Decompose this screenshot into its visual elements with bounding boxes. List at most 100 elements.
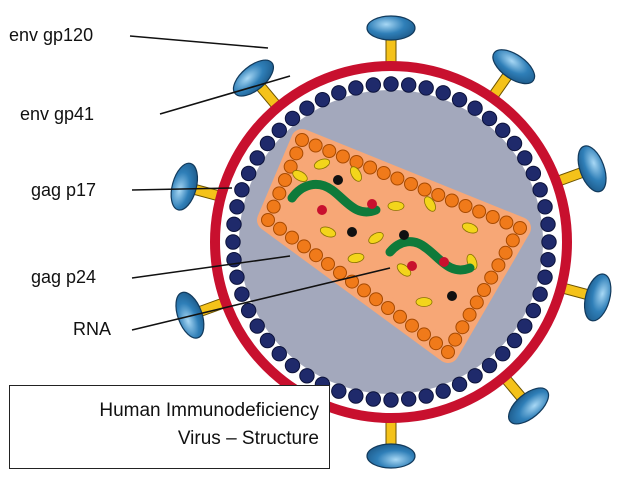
rna-strand-1 [287,179,381,217]
spike-cap-gp120 [232,59,274,97]
yellow-protein [396,263,412,277]
matrix-bead [517,150,533,166]
capsid-bead [261,213,275,227]
capsid-bead [390,171,405,186]
capsid-bead [283,159,298,174]
leader-line-rna [131,267,391,331]
matrix-bead [234,286,250,302]
matrix-bead [348,388,364,404]
enzyme-dot [399,230,409,240]
spike-cap-gp120 [583,273,612,322]
matrix-bead [229,199,245,215]
capsid-bead [429,336,443,351]
capsid-bead [278,173,292,187]
spike-cap-gp120 [492,49,536,85]
matrix-bead [299,100,315,116]
matrix-bead [365,391,382,407]
capsid-bead [369,292,383,307]
leader-line-gp120 [129,35,269,49]
matrix-bead [226,216,242,233]
capsid-bead [321,257,335,271]
title-line-2: Virus – Structure [177,428,319,449]
title-box: Human Immunodeficiency Virus – Structure [9,385,330,469]
enzyme-dot [367,199,377,209]
yellow-protein [313,158,331,170]
capsid-bead [297,239,311,254]
capsid-bead [417,327,431,342]
capsid-bead [405,318,419,333]
matrix-bead [435,85,451,101]
matrix-bead [299,368,315,384]
capsid-bead [441,345,455,359]
capsid-bead [498,245,513,260]
spike [366,15,416,71]
matrix-bead [240,165,257,182]
matrix-bead [400,77,417,93]
matrix-bead [532,182,548,198]
yellow-protein [387,201,405,211]
yellow-protein [292,170,308,182]
spike-cap-gp120 [508,387,550,425]
enzyme-dot [317,205,327,215]
matrix-bead [495,122,511,138]
label-gag-p17: gag p17 [31,180,96,200]
matrix-bead [495,346,511,362]
label-env-gp41: env gp41 [20,104,94,124]
matrix-bead [259,135,276,152]
matrix-bead [383,76,399,92]
label-rna: RNA [73,319,111,339]
capsid-bead [485,210,500,224]
capsid-bead [357,283,371,298]
spike-cap-gp120 [366,15,416,41]
matrix-bead [331,85,347,101]
matrix-bead [481,110,498,127]
capsid-bead [289,146,304,161]
matrix-bead [383,392,399,408]
leader-line-p24 [131,255,291,279]
title-line-1: Human Immunodeficiency [99,400,319,421]
capsid-bead [272,186,287,201]
capsid-bead [349,155,364,169]
matrix-bead [418,80,434,96]
matrix-bead [271,346,287,362]
matrix-bead [259,332,276,349]
matrix-bead [240,302,257,319]
matrix-bead [400,391,417,407]
enzyme-dot [407,261,417,271]
matrix-bead [314,91,331,108]
matrix-bead [506,135,523,152]
spike-cap-gp120 [577,145,607,193]
matrix-bead [540,251,556,268]
capsid-bead [513,221,527,235]
capsid-bead [404,177,418,191]
rna-strand-2 [385,237,475,275]
capsid-yellow-proteins [292,158,479,307]
yellow-protein [461,222,479,234]
matrix-bead [331,383,347,399]
capsid-bead [448,332,463,347]
capsid [257,129,531,363]
capsid-bead [333,265,347,280]
yellow-protein [368,232,384,244]
capsid-bead [308,138,323,153]
matrix-bead [249,150,265,166]
yellow-protein [319,226,337,238]
leader-line-gp41 [159,75,291,115]
matrix-bead [540,216,556,233]
capsid-bead [499,215,514,230]
capsid-bead [266,199,281,214]
spike-cap-gp120 [170,162,199,211]
matrix-bead [537,269,553,285]
capsid-beads-p24 [261,133,527,359]
matrix-bead [517,318,533,334]
matrix-bead [541,234,557,250]
capsid-bead [381,301,395,315]
capsid-bead [417,182,432,197]
capsid-bead [363,160,378,175]
capsid-bead [393,309,407,324]
enzyme-dot [447,291,457,301]
yellow-protein [415,297,433,307]
yellow-protein [350,166,362,182]
leader-line-p17 [131,187,233,191]
